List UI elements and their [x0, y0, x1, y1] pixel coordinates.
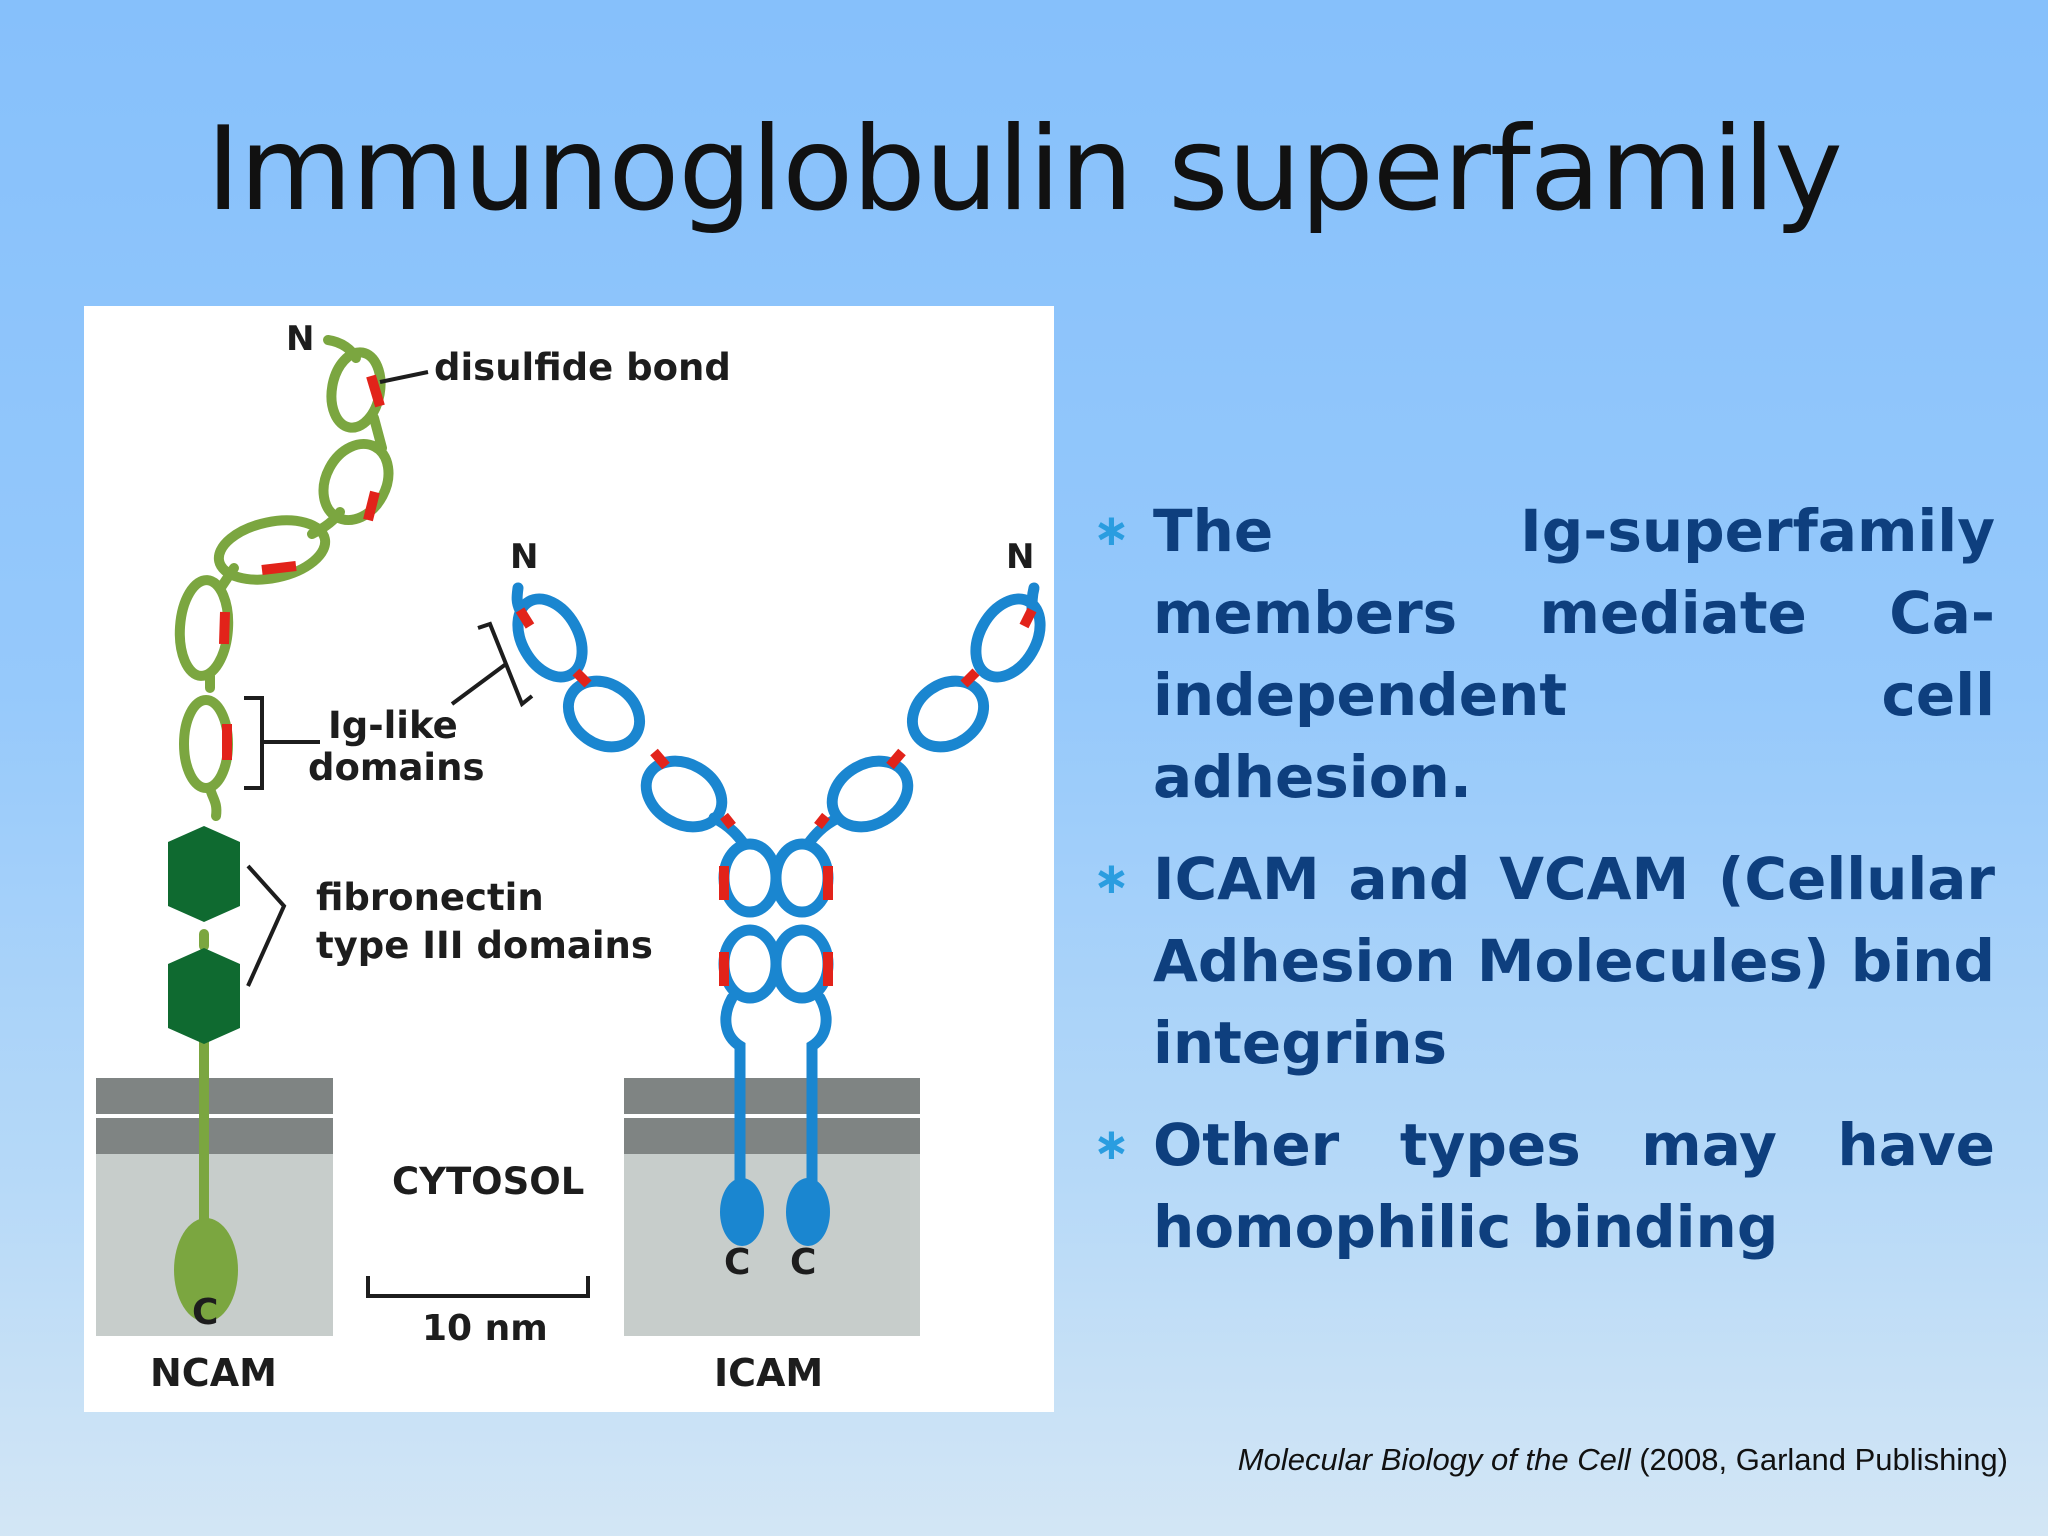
disulfide-bond-label: disulfide bond: [434, 346, 731, 389]
ncam-disulfide-bonds: [219, 374, 385, 760]
fibronectin-domain-2: [168, 948, 240, 1044]
icam-n-terminus-right-label: N: [1006, 537, 1034, 577]
bullet-item: ∗ ICAM and VCAM (Cellular Adhesion Molec…: [1085, 838, 1995, 1084]
ncam-n-terminus-label: N: [286, 319, 314, 359]
icam-cytoplasmic-domain-left: [720, 1178, 764, 1246]
icam-label: ICAM: [714, 1351, 823, 1395]
slide-title: Immunoglobulin superfamily: [206, 102, 1843, 237]
ncam-label: NCAM: [150, 1351, 277, 1395]
fibronectin-label-line1: fibronectin: [316, 876, 544, 919]
asterisk-bullet-icon: ∗: [1093, 853, 1130, 904]
citation-book-title: Molecular Biology of the Cell: [1237, 1442, 1631, 1477]
icam-membrane: [624, 1078, 920, 1336]
ig-like-label-line2: domains: [308, 746, 484, 789]
ig-like-label-line1: Ig-like: [328, 704, 458, 747]
icam-c-terminus-left-label: C: [724, 1242, 750, 1283]
icam-molecule: [511, 582, 1046, 1212]
asterisk-bullet-icon: ∗: [1093, 505, 1130, 556]
fibronectin-domain-1: [168, 826, 240, 922]
scale-bar: [366, 1276, 590, 1298]
fibronectin-callout: [246, 864, 287, 987]
ncam-c-terminus-label: C: [192, 1292, 218, 1333]
icam-disulfide-bonds: [515, 607, 1037, 986]
bullet-text: Other types may have homophilic binding: [1153, 1111, 1995, 1261]
icam-ig-bracket: [450, 621, 534, 708]
citation-publisher: (2008, Garland Publishing): [1630, 1442, 2008, 1477]
callout-lines: [244, 370, 590, 1298]
icam-c-terminus-right-label: C: [790, 1242, 816, 1283]
ncam-cytoplasmic-domain: [174, 1218, 238, 1322]
bullet-item: ∗ The Ig-superfamily members mediate Ca-…: [1085, 490, 1995, 818]
disulfide-leader: [379, 370, 429, 384]
scale-bar-label: 10 nm: [422, 1308, 548, 1349]
asterisk-bullet-icon: ∗: [1093, 1119, 1130, 1170]
icam-cytoplasmic-domain-right: [786, 1178, 830, 1246]
bullet-text: ICAM and VCAM (Cellular Adhesion Molecul…: [1153, 845, 1995, 1077]
fibronectin-label-line2: type III domains: [316, 924, 653, 967]
bullet-list: ∗ The Ig-superfamily members mediate Ca-…: [1085, 490, 1995, 1288]
bullet-text: The Ig-superfamily members mediate Ca-in…: [1153, 497, 1995, 811]
cell-adhesion-figure: N disulfide bond N N Ig-like domains fib…: [84, 306, 1054, 1412]
ncam-ig-bracket: [244, 696, 320, 790]
citation: Molecular Biology of the Cell (2008, Gar…: [1238, 1442, 2008, 1478]
bullet-item: ∗ Other types may have homophilic bindin…: [1085, 1104, 1995, 1268]
ncam-icam-diagram: N disulfide bond N N Ig-like domains fib…: [96, 319, 1046, 1395]
cytosol-label: CYTOSOL: [392, 1160, 584, 1203]
icam-n-terminus-left-label: N: [510, 537, 538, 577]
fibronectin-domains: [168, 826, 240, 1044]
